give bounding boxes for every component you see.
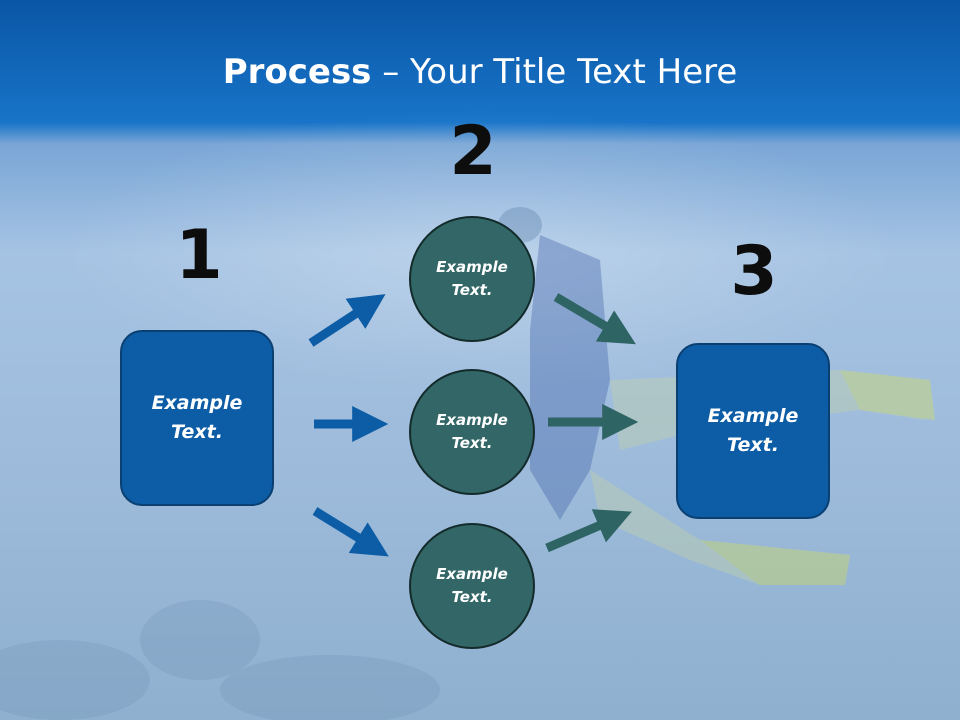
arrow-top-to-3 [553, 293, 636, 345]
step-3-box: Example Text. [676, 343, 830, 519]
step-3-text-line1: Example [707, 405, 799, 427]
seabed-silhouette [0, 600, 440, 720]
circle-bottom-line2: Text. [451, 588, 493, 606]
circle-top-line1: Example [436, 258, 508, 276]
arrow-bottom-to-3 [545, 509, 632, 553]
step-number-2: 2 [449, 112, 497, 191]
step-1-box: Example Text. [120, 330, 274, 506]
step-2-circle-middle: Example Text. [409, 369, 535, 495]
arrow-1-to-top [308, 294, 386, 347]
arrow-1-to-bottom [312, 507, 389, 557]
title-bold: Process [222, 52, 372, 92]
slide-title: Process – Your Title Text Here [0, 52, 960, 92]
circle-bottom-line1: Example [436, 565, 508, 583]
step-1-text-line2: Text. [171, 421, 223, 443]
step-number-3: 3 [730, 232, 778, 311]
circle-middle-line2: Text. [451, 434, 493, 452]
step-number-1: 1 [175, 216, 223, 295]
circle-middle-line1: Example [436, 411, 508, 429]
step-1-text-line1: Example [151, 392, 243, 414]
step-2-circle-bottom: Example Text. [409, 523, 535, 649]
circle-top-line2: Text. [451, 281, 493, 299]
step-3-text-line2: Text. [727, 434, 779, 456]
title-rest: – Your Title Text Here [371, 52, 738, 92]
step-2-circle-top: Example Text. [409, 216, 535, 342]
